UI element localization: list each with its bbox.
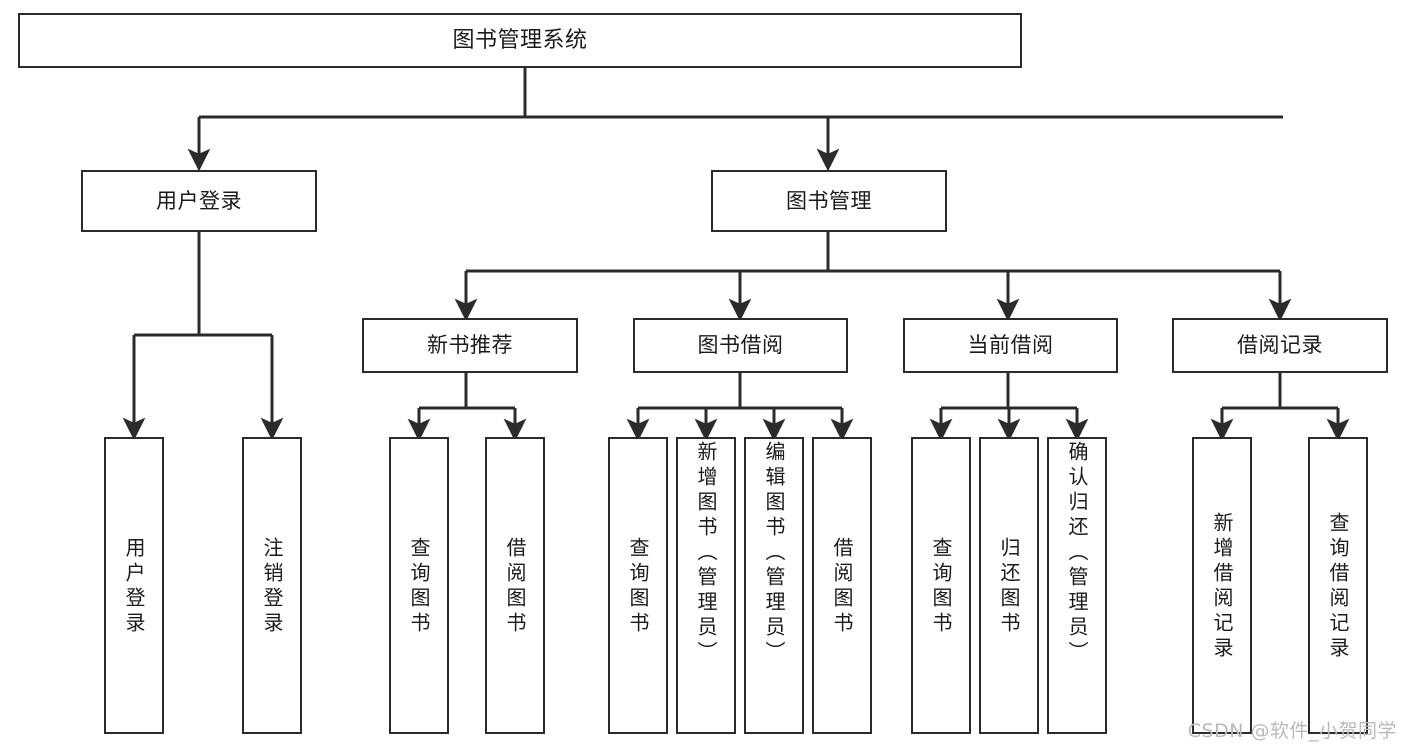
node-leaf-query-book-3[interactable]: 查询图书 <box>911 437 971 734</box>
node-leaf-add-record-label: 新增借阅记录 <box>1210 511 1234 662</box>
node-leaf-edit-book-label: 编辑图书（管理员） <box>762 441 786 666</box>
node-book-borrow[interactable]: 图书借阅 <box>633 318 848 373</box>
node-book-manage[interactable]: 图书管理 <box>711 170 947 232</box>
node-leaf-edit-book[interactable]: 编辑图书（管理员） <box>744 437 804 734</box>
node-leaf-query-record-label: 查询借阅记录 <box>1326 511 1350 662</box>
node-user-login[interactable]: 用户登录 <box>81 170 317 232</box>
node-book-manage-label: 图书管理 <box>786 188 872 213</box>
node-borrow-record-label: 借阅记录 <box>1237 333 1323 358</box>
node-leaf-logout-login-label: 注销登录 <box>260 536 284 637</box>
csdn-watermark: CSDN @软件_小贺同学 <box>1187 720 1397 742</box>
node-leaf-add-record[interactable]: 新增借阅记录 <box>1192 437 1252 734</box>
node-new-book-recommend[interactable]: 新书推荐 <box>362 318 578 373</box>
node-leaf-borrow-book-2[interactable]: 借阅图书 <box>812 437 872 734</box>
node-leaf-borrow-book-1[interactable]: 借阅图书 <box>485 437 545 734</box>
node-user-login-label: 用户登录 <box>156 188 242 213</box>
node-leaf-borrow-book-1-label: 借阅图书 <box>503 536 527 637</box>
node-leaf-return-book[interactable]: 归还图书 <box>979 437 1039 734</box>
node-leaf-add-book-label: 新增图书（管理员） <box>694 441 718 666</box>
node-leaf-query-book-2[interactable]: 查询图书 <box>608 437 668 734</box>
node-leaf-borrow-book-2-label: 借阅图书 <box>830 536 854 637</box>
node-leaf-query-book-1[interactable]: 查询图书 <box>389 437 449 734</box>
node-leaf-logout-login[interactable]: 注销登录 <box>242 437 302 734</box>
node-leaf-add-book[interactable]: 新增图书（管理员） <box>676 437 736 734</box>
node-root[interactable]: 图书管理系统 <box>18 13 1022 68</box>
node-leaf-confirm-return-label: 确认归还（管理员） <box>1065 441 1089 666</box>
node-current-borrow[interactable]: 当前借阅 <box>903 318 1118 373</box>
node-leaf-query-book-1-label: 查询图书 <box>407 536 431 637</box>
node-leaf-query-record[interactable]: 查询借阅记录 <box>1308 437 1368 734</box>
node-leaf-query-book-2-label: 查询图书 <box>626 536 650 637</box>
node-leaf-query-book-3-label: 查询图书 <box>929 536 953 637</box>
node-root-label: 图书管理系统 <box>452 27 588 53</box>
node-leaf-user-login[interactable]: 用户登录 <box>104 437 164 734</box>
node-leaf-return-book-label: 归还图书 <box>997 536 1021 637</box>
node-leaf-user-login-label: 用户登录 <box>122 536 146 637</box>
node-new-book-recommend-label: 新书推荐 <box>427 333 513 358</box>
node-leaf-confirm-return[interactable]: 确认归还（管理员） <box>1047 437 1107 734</box>
node-borrow-record[interactable]: 借阅记录 <box>1172 318 1388 373</box>
node-current-borrow-label: 当前借阅 <box>967 333 1054 358</box>
node-book-borrow-label: 图书借阅 <box>697 333 784 358</box>
